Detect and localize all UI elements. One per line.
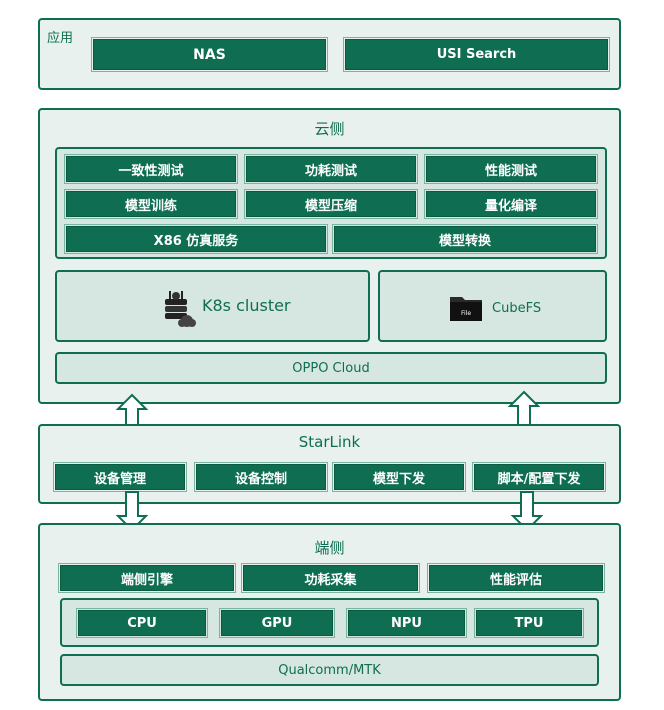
model-dispatch-box: 模型下发 xyxy=(332,462,466,492)
model-compression-box: 模型压缩 xyxy=(244,189,418,219)
performance-evaluation-box: 性能评估 xyxy=(427,563,605,593)
device-layer-title: 端侧 xyxy=(314,539,345,557)
device-control-box: 设备控制 xyxy=(194,462,328,492)
cloud-layer-title: 云侧 xyxy=(314,120,345,138)
folder-icon-text: File xyxy=(461,310,471,317)
model-conversion-box: 模型转换 xyxy=(332,224,598,254)
folder-icon: File xyxy=(450,297,482,321)
cloud-services-group: 一致性测试 功耗测试 性能测试 模型训练 模型压缩 量化编译 X86 仿真服务 … xyxy=(55,147,607,259)
usi-search-box: USI Search xyxy=(343,37,610,72)
gpu-box: GPU xyxy=(219,608,335,638)
cloud-layer-panel: 云侧 一致性测试 功耗测试 性能测试 模型训练 模型压缩 量化编译 X86 仿真… xyxy=(38,108,621,404)
k8s-cluster-label: K8s cluster xyxy=(202,296,291,315)
nas-box: NAS xyxy=(91,37,328,72)
chip-group: CPU GPU NPU TPU xyxy=(60,598,599,647)
k8s-cluster-box: K8s cluster xyxy=(55,270,370,342)
device-layer-panel: 端侧 端侧引擎 功耗采集 性能评估 CPU GPU NPU TPU Qualco… xyxy=(38,523,621,701)
device-management-box: 设备管理 xyxy=(53,462,187,492)
qualcomm-mtk-platform: Qualcomm/MTK xyxy=(60,654,599,686)
tpu-box: TPU xyxy=(474,608,584,638)
power-collection-box: 功耗采集 xyxy=(241,563,420,593)
power-test-box: 功耗测试 xyxy=(244,154,418,184)
app-layer-title: 应用 xyxy=(47,31,74,46)
quantization-compile-box: 量化编译 xyxy=(424,189,598,219)
starlink-layer-panel: StarLink 设备管理 设备控制 模型下发 脚本/配置下发 xyxy=(38,424,621,504)
app-layer-panel: 应用 NAS USI Search xyxy=(38,18,621,90)
consistency-test-box: 一致性测试 xyxy=(64,154,238,184)
model-training-box: 模型训练 xyxy=(64,189,238,219)
cubefs-label: CubeFS xyxy=(492,301,542,316)
npu-box: NPU xyxy=(346,608,467,638)
starlink-layer-title: StarLink xyxy=(298,433,361,451)
cpu-box: CPU xyxy=(76,608,208,638)
oppo-cloud-platform: OPPO Cloud xyxy=(55,352,607,384)
cubefs-box: File CubeFS xyxy=(378,270,607,342)
performance-test-box: 性能测试 xyxy=(424,154,598,184)
device-engine-box: 端侧引擎 xyxy=(58,563,236,593)
kubernetes-cluster-icon xyxy=(165,291,196,327)
script-config-dispatch-box: 脚本/配置下发 xyxy=(472,462,606,492)
x86-simulation-box: X86 仿真服务 xyxy=(64,224,328,254)
